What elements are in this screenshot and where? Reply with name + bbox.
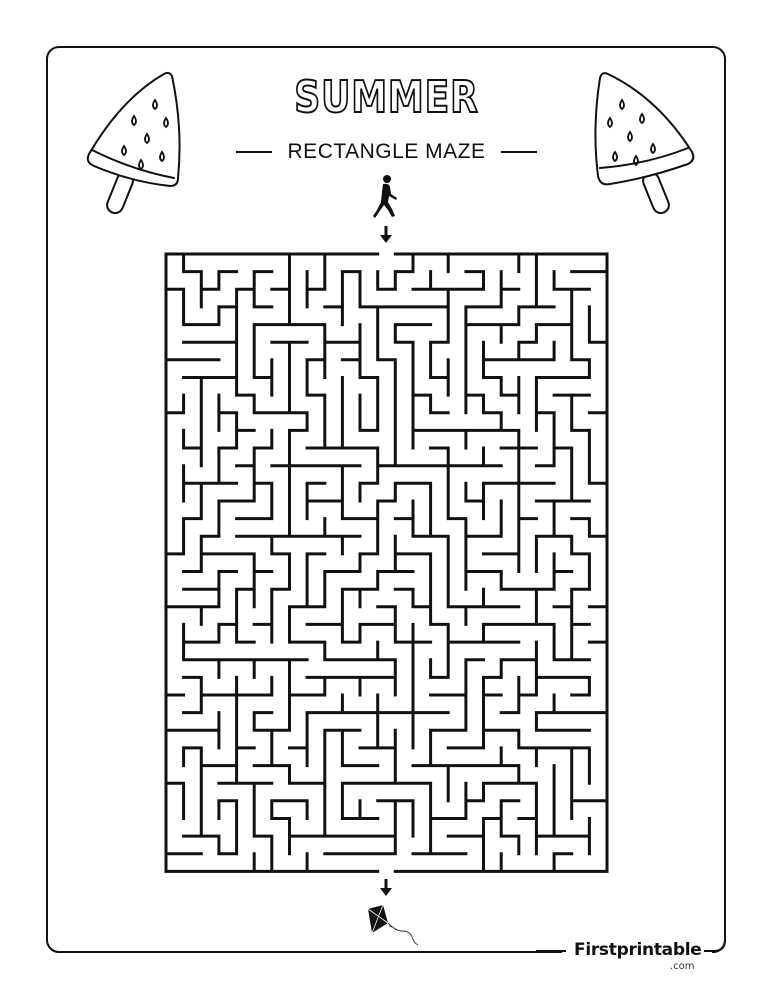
subtitle-rule-left bbox=[235, 151, 272, 153]
page-frame bbox=[46, 46, 726, 953]
watermelon-popsicle-icon-right bbox=[594, 72, 695, 215]
frame-rule-left bbox=[536, 950, 566, 952]
brand-domain: .com bbox=[670, 961, 695, 972]
subtitle-rule-right bbox=[501, 151, 538, 153]
watermelon-popsicle-icon-left bbox=[86, 71, 181, 215]
brand-logo: Firstprintable .com bbox=[570, 940, 710, 972]
maze-walls bbox=[164, 252, 609, 873]
brand-name: Firstprintable bbox=[570, 940, 710, 960]
maze-grid[interactable] bbox=[164, 252, 610, 876]
subtitle-row: RECTANGLE MAZE bbox=[0, 138, 773, 166]
entrance-arrow-icon bbox=[380, 226, 392, 243]
subtitle: RECTANGLE MAZE bbox=[287, 140, 486, 163]
walking-person-icon bbox=[373, 175, 397, 218]
exit-arrow-icon bbox=[380, 879, 392, 896]
frame-rule-right bbox=[704, 940, 726, 952]
page-title: SUMMER bbox=[293, 71, 479, 124]
kite-icon bbox=[367, 905, 419, 946]
